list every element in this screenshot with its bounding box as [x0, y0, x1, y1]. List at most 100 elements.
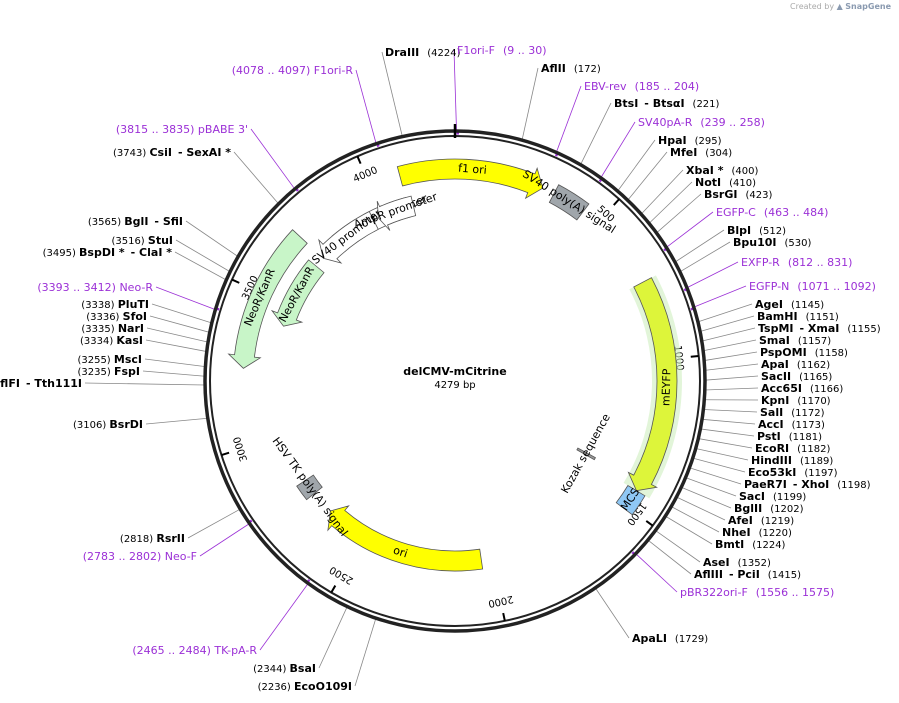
site-leader	[580, 102, 612, 165]
site-position: (239 .. 258)	[700, 116, 765, 129]
enzyme-label: BamHI(1151)	[757, 310, 839, 323]
site-leader	[453, 49, 457, 132]
tick-label: 2500	[328, 564, 356, 586]
site-leader	[692, 457, 746, 473]
site-labels: DraIII(4224)F1ori-F(9 .. 30)(4078 .. 409…	[0, 44, 881, 693]
site-name: pBABE 3'	[198, 123, 248, 136]
site-position: (3106)	[73, 420, 109, 431]
site-name: CsiI	[149, 146, 171, 159]
feature-hsv-tk-poly-a-signal	[296, 474, 323, 501]
enzyme-label: (3218) PflFI- Tth111I	[0, 377, 82, 390]
feature-label: AmpR promoter	[352, 190, 439, 231]
primer-label: EGFP-C (463 .. 484)	[716, 206, 828, 219]
site-name: EcoRI	[755, 442, 789, 455]
enzyme-label: HpaI(295)	[658, 134, 722, 147]
site-extra: - XmaI	[800, 322, 840, 335]
site-leader	[146, 327, 209, 343]
credit-brand: SnapGene	[845, 2, 891, 11]
site-name: ApaLI	[632, 632, 667, 645]
primer-bind-mark	[683, 287, 688, 292]
snapgene-logo-icon: ▲	[836, 2, 843, 11]
site-leader	[250, 128, 296, 190]
site-position: (3393 .. 3412)	[37, 281, 119, 294]
site-name: DraIII	[385, 46, 419, 59]
feature-ampr-promoter	[376, 195, 417, 231]
site-leader	[704, 387, 759, 391]
site-leader	[671, 506, 720, 533]
site-name: AgeI	[755, 298, 783, 311]
site-position: (1198)	[837, 480, 870, 491]
site-name: FspI	[114, 365, 140, 378]
site-extra: - ClaI *	[131, 246, 173, 259]
site-position: (3255)	[77, 355, 113, 366]
site-position: (1182)	[797, 444, 830, 455]
enzyme-label: (3516) StuI	[111, 234, 173, 247]
site-position: (1220)	[759, 528, 792, 539]
site-position: (3743)	[113, 148, 149, 159]
site-leader	[679, 241, 731, 273]
primer-label: EXFP-R (812 .. 831)	[741, 256, 852, 269]
feature-neor-kanr	[227, 229, 308, 369]
site-position: (463 .. 484)	[764, 206, 829, 219]
enzyme-label: BsrGI(423)	[704, 188, 772, 201]
site-name: BlpI	[727, 224, 751, 237]
site-name: EXFP-R	[741, 256, 780, 269]
site-leader	[354, 618, 377, 687]
site-name: KpnI	[761, 394, 789, 407]
enzyme-label: (3334) KasI	[80, 334, 143, 347]
site-name: Eco53kI	[748, 466, 796, 479]
site-position: (1166)	[810, 384, 843, 395]
site-name: PflFI	[0, 377, 20, 390]
primer-bind-mark	[295, 187, 299, 192]
site-name: EGFP-C	[716, 206, 756, 219]
enzyme-label: AccI(1173)	[758, 418, 825, 431]
site-name: NheI	[722, 526, 751, 539]
site-position: (812 .. 831)	[788, 256, 853, 269]
site-name: BsrDI	[109, 418, 143, 431]
site-leader	[594, 587, 630, 639]
site-position: (3334)	[80, 336, 116, 347]
site-leader	[686, 261, 739, 289]
site-leader	[174, 251, 227, 281]
site-leader	[656, 193, 702, 234]
site-leader	[698, 438, 753, 449]
site-position: (221)	[693, 99, 720, 110]
site-position: (1181)	[789, 432, 822, 443]
site-name: StuI	[148, 234, 173, 247]
enzyme-label: BmtI(1224)	[715, 538, 786, 551]
site-position: (3565)	[88, 217, 124, 228]
feature-label: mEYFP	[659, 368, 673, 406]
primer-label: (3815 .. 3835) pBABE 3'	[116, 123, 248, 136]
site-extra: - Tth111I	[26, 377, 82, 390]
site-name: AccI	[758, 418, 784, 431]
primer-label: (2465 .. 2484) TK-pA-R	[132, 644, 257, 657]
site-leader	[199, 523, 250, 557]
site-position: (1219)	[761, 516, 794, 527]
site-name: PstI	[757, 430, 781, 443]
tick-mark	[613, 198, 620, 206]
site-name: BsaI	[290, 662, 316, 675]
primer-bind-mark	[554, 152, 559, 157]
primer-bind-mark	[690, 307, 695, 311]
site-leader	[703, 339, 757, 352]
site-leader	[695, 448, 749, 461]
site-position: (1197)	[804, 468, 837, 479]
site-position: (1071 .. 1092)	[797, 280, 876, 293]
enzyme-label: BlpI(512)	[727, 224, 786, 237]
site-leader	[259, 583, 309, 651]
site-leader	[149, 315, 210, 333]
site-position: (2783 .. 2802)	[83, 550, 165, 563]
site-extra: - BtsαI	[644, 97, 684, 110]
site-name: SfoI	[123, 310, 147, 323]
tick-mark	[330, 585, 337, 593]
enzyme-label: AseI(1352)	[703, 556, 771, 569]
site-position: (304)	[705, 148, 732, 159]
site-name: Acc65I	[761, 382, 802, 395]
label-leaders	[84, 49, 759, 687]
primer-label: F1ori-F(9 .. 30)	[457, 44, 547, 57]
enzyme-label: (3106) BsrDI	[73, 418, 143, 431]
tick-mark	[502, 612, 506, 622]
site-leader	[697, 303, 753, 323]
site-leader	[151, 303, 212, 324]
site-leader	[600, 121, 636, 179]
